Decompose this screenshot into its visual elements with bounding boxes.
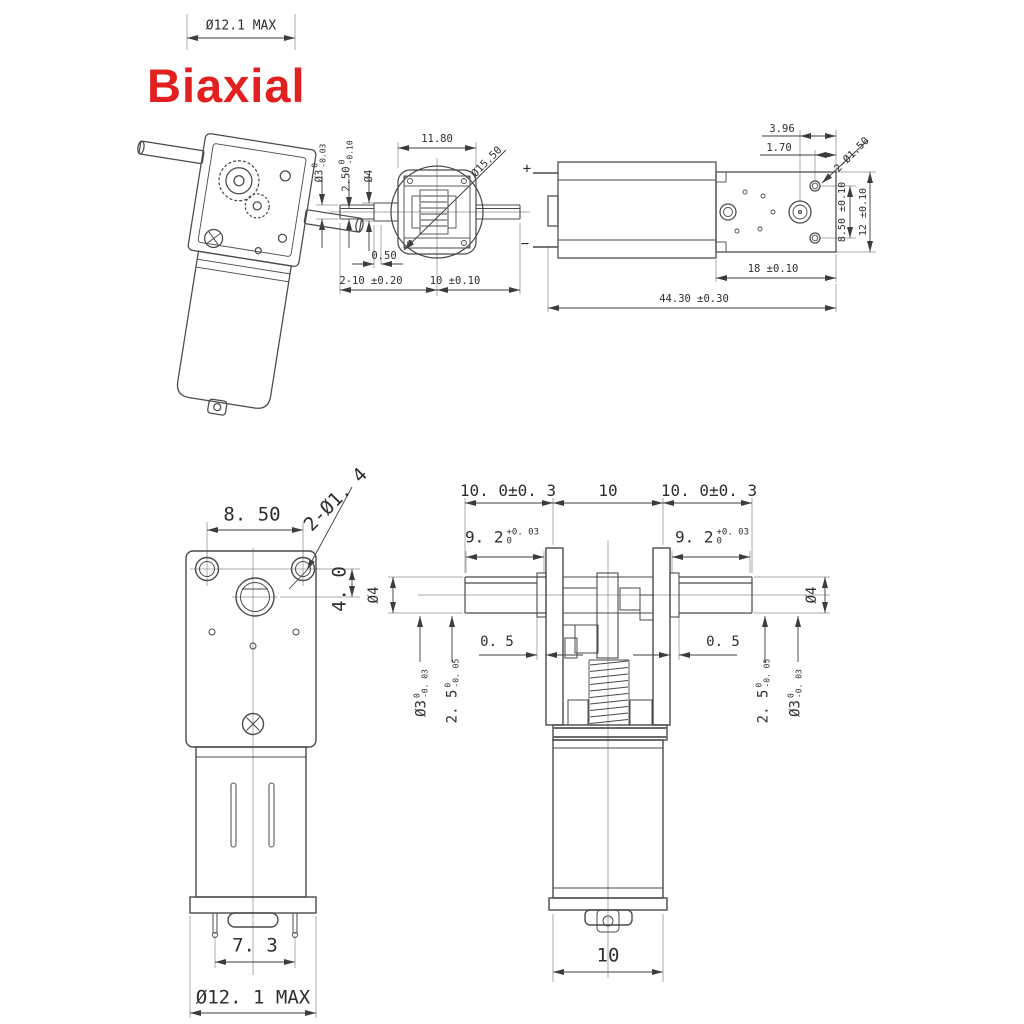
dim-left-shaft-d4: Ø4 — [366, 586, 382, 604]
dim-right-shaft-flat: 2. 5 0-0. 05 — [755, 658, 773, 724]
dim-left-shaft-flat: 2. 5 0-0. 05 — [444, 658, 462, 724]
dim-left-shaft-length: 10. 0±0. 3 — [459, 481, 557, 500]
dim-right-flat-length-lower-tol: 0 — [716, 537, 722, 547]
dim-total-length: 44.30 ±0.30 — [659, 292, 729, 305]
dim-left-shaft-flat-lower-tol: -0. 05 — [452, 658, 461, 688]
dim-shaft-flat: 2.50 0-0.10 — [338, 140, 356, 192]
dim-right-flat-length-upper-tol: +0. 03 — [716, 527, 750, 538]
dim-left-flat-length-lower-tol: 0 — [506, 537, 512, 547]
gearbox-section-drawing — [339, 165, 521, 259]
dim-hole-spacing: 8. 50 — [223, 503, 281, 526]
dim-left-shaft-d3: Ø3 0-0. 03 — [413, 669, 431, 717]
terminal-minus-label: − — [520, 236, 530, 252]
dim-hole-spacing-vertical: 8.50 ±0.10 — [837, 181, 848, 243]
dim-right-shaft-d3: Ø3 0-0. 03 — [787, 669, 805, 717]
dim-left-shaft-d3-value: Ø3 — [414, 700, 430, 717]
dim-base-width: 10 — [596, 944, 620, 967]
isometric-motor-drawing — [137, 133, 364, 416]
dim-right-shaft-d4: Ø4 — [804, 586, 820, 604]
dim-left-shaft-d3-lower-tol: -0. 03 — [421, 669, 430, 699]
dim-hole-to-edge: 3.96 — [769, 122, 795, 135]
product-title: Biaxial — [147, 59, 306, 112]
dim-body-length: 10 — [598, 481, 618, 500]
dim-left-step: 0. 5 — [480, 634, 514, 650]
terminal-plus-label: + — [522, 161, 532, 177]
extension-lines — [186, 14, 876, 1018]
dim-gearbox-length: 18 ±0.10 — [747, 262, 799, 275]
dim-left-flat-length-value: 9. 2 — [464, 528, 504, 547]
dim-right-step: 0. 5 — [706, 634, 740, 650]
dim-pin-spacing: 7. 3 — [232, 934, 278, 957]
dim-hole-inset: 1.70 — [766, 141, 792, 154]
dim-shaft-d4: Ø4 — [362, 169, 375, 183]
header-max-width-dim: Ø12.1 MAX — [205, 18, 277, 34]
dim-max-diameter: Ø12. 1 MAX — [195, 986, 311, 1009]
dim-shaft-d3-value: Ø3 — [313, 169, 326, 183]
dim-right-shaft-flat-value: 2. 5 — [756, 689, 772, 724]
dim-shaft-d3: Ø3 0-0.03 — [311, 143, 329, 183]
dim-shaft-flat-value: 2.50 — [340, 166, 353, 192]
front-view-drawing — [185, 550, 317, 938]
dim-shaft-length: 10 ±0.10 — [429, 274, 481, 287]
dim-shaft-offset: 4. 0 — [328, 566, 351, 612]
dim-right-shaft-d3-value: Ø3 — [788, 700, 804, 717]
dim-body-height: 12 ±0.10 — [858, 187, 869, 237]
dim-right-shaft-length: 10. 0±0. 3 — [660, 481, 758, 500]
biaxial-side-view-drawing — [464, 547, 753, 933]
dim-left-flat-length-upper-tol: +0. 03 — [506, 527, 540, 538]
dim-right-shaft-flat-lower-tol: -0. 05 — [763, 658, 772, 688]
dim-right-shaft-d3-lower-tol: -0. 03 — [795, 669, 804, 699]
dimension-lines — [187, 35, 873, 1016]
dim-shoulder-step: 0.50 — [371, 249, 397, 262]
dim-right-flat-length-value: 9. 2 — [674, 528, 714, 547]
dim-gearbox-width: 11.80 — [421, 132, 453, 145]
dim-left-shaft-flat-value: 2. 5 — [445, 689, 461, 724]
dim-shaft-d3-lower-tol: -0.03 — [319, 143, 328, 168]
dim-shaft-flat-lower-tol: -0.10 — [346, 140, 355, 165]
side-view-drawing — [533, 161, 837, 259]
dim-both-shafts-length: 2-10 ±0.20 — [339, 274, 403, 287]
